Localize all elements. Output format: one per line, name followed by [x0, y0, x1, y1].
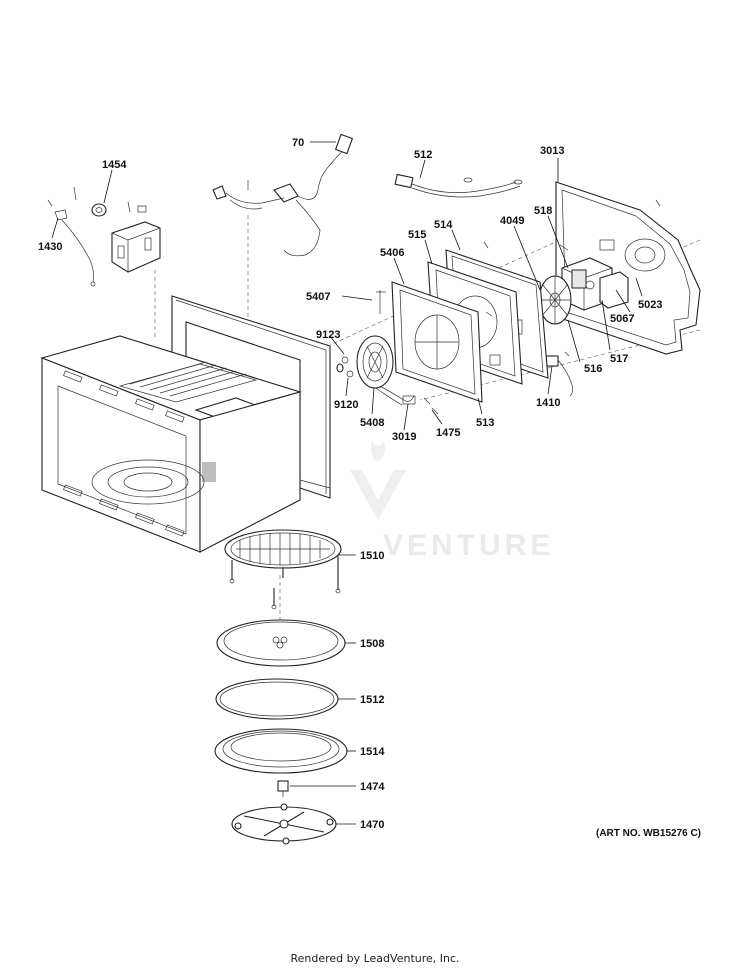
coupler-1474: [277, 780, 289, 797]
callout-517: 517: [610, 353, 628, 365]
callout-515: 515: [408, 229, 426, 241]
heating-element-5408: [356, 335, 416, 406]
callout-5408: 5408: [360, 417, 384, 429]
callout-516: 516: [584, 363, 602, 375]
callout-1508: 1508: [360, 638, 384, 650]
callout-5067: 5067: [610, 313, 634, 325]
callout-70: 70: [292, 137, 304, 149]
callout-1514: 1514: [360, 746, 385, 758]
oven-cavity: [40, 295, 331, 553]
callout-1470: 1470: [360, 819, 384, 831]
callout-1510: 1510: [360, 550, 384, 562]
art-number: (ART NO. WB15276 C): [596, 828, 701, 839]
callout-5023: 5023: [638, 299, 662, 311]
callout-9123: 9123: [316, 329, 340, 341]
callout-513: 513: [476, 417, 494, 429]
footer-credit: Rendered by LeadVenture, Inc.: [290, 952, 460, 965]
glass-tray-1508: [216, 619, 346, 667]
callout-labels: 70 512 3013 1454 1430 514 4049 518 515 5…: [38, 137, 662, 831]
callout-514: 514: [434, 219, 453, 231]
callout-1475: 1475: [436, 427, 460, 439]
leader-lines: [51, 141, 643, 825]
convection-fan-blade: [538, 275, 572, 325]
callout-5406: 5406: [380, 247, 404, 259]
wire-harness-70: [212, 133, 354, 257]
panel-5406: [376, 281, 483, 403]
fan-motor-assembly: [561, 257, 629, 311]
callout-5407: 5407: [306, 291, 330, 303]
fasteners: [336, 311, 493, 415]
callout-1430: 1430: [38, 241, 62, 253]
wire-rack-1510: [224, 529, 342, 610]
sensor-1410: [545, 351, 574, 397]
callout-9120: 9120: [334, 399, 358, 411]
callout-1512: 1512: [360, 694, 384, 706]
support-ring-1512: [215, 678, 339, 720]
callout-1454: 1454: [102, 159, 127, 171]
callout-1410: 1410: [536, 397, 560, 409]
tray-1514: [214, 728, 348, 774]
callout-512: 512: [414, 149, 432, 161]
wire-512: [394, 173, 523, 198]
callout-1474: 1474: [360, 781, 385, 793]
roller-ring-1470: [231, 803, 337, 845]
callout-3019: 3019: [392, 431, 416, 443]
callout-3013: 3013: [540, 145, 564, 157]
watermark-text: VENTURE: [383, 529, 554, 562]
thermal-switch-assembly: [47, 186, 161, 287]
callout-518: 518: [534, 205, 552, 217]
callout-4049: 4049: [500, 215, 524, 227]
watermark-logo: VENTURE: [350, 440, 554, 562]
